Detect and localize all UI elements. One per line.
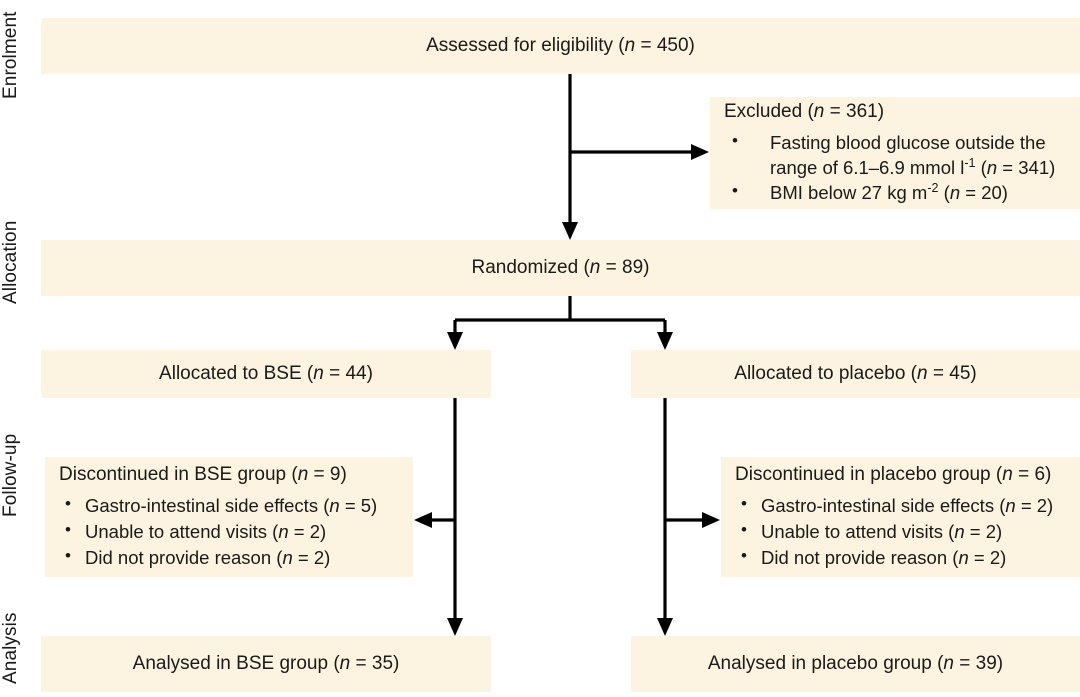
node-discontinued-placebo: Discontinued in placebo group (n = 6) Ga… xyxy=(721,457,1080,577)
stage-label-allocation: Allocation xyxy=(0,220,21,304)
arrowhead-analysed-placebo xyxy=(657,618,673,636)
node-discontinued-bse-reason-list: Gastro-intestinal side effects (n = 5) U… xyxy=(59,493,399,571)
node-discontinued-placebo-title: Discontinued in placebo group (n = 6) xyxy=(735,464,1052,486)
list-item: Did not provide reason (n = 2) xyxy=(59,545,399,571)
node-excluded-reason-list: Fasting blood glucose outside the range … xyxy=(724,130,1066,207)
node-allocated-placebo-title: Allocated to placebo (n = 45) xyxy=(734,363,977,385)
node-discontinued-placebo-reason-list: Gastro-intestinal side effects (n = 2) U… xyxy=(735,493,1066,571)
node-analysed-placebo-title: Analysed in placebo group (n = 39) xyxy=(707,653,1004,675)
node-randomized: Randomized (n = 89) xyxy=(41,240,1080,296)
node-allocated-bse: Allocated to BSE (n = 44) xyxy=(41,350,491,398)
arrowhead-allocated-bse xyxy=(447,332,463,350)
stage-label-analysis: Analysis xyxy=(0,612,21,685)
node-allocated-bse-title: Allocated to BSE (n = 44) xyxy=(159,363,373,385)
stage-label-follow-up: Follow-up xyxy=(0,433,21,517)
node-assessed-title: Assessed for eligibility (n = 450) xyxy=(426,35,695,57)
node-analysed-placebo: Analysed in placebo group (n = 39) xyxy=(631,636,1080,692)
arrowhead-discontinued-bse xyxy=(414,512,432,528)
node-assessed-for-eligibility: Assessed for eligibility (n = 450) xyxy=(41,18,1080,74)
list-item: Gastro-intestinal side effects (n = 5) xyxy=(59,493,399,519)
node-analysed-bse-title: Analysed in BSE group (n = 35) xyxy=(132,653,400,675)
arrowhead-discontinued-placebo xyxy=(702,512,720,528)
list-item: Unable to attend visits (n = 2) xyxy=(59,519,399,545)
arrowhead-allocated-placebo xyxy=(657,332,673,350)
list-item: Gastro-intestinal side effects (n = 2) xyxy=(735,493,1066,519)
stage-label-enrolment: Enrolment xyxy=(0,11,21,99)
node-allocated-placebo: Allocated to placebo (n = 45) xyxy=(631,350,1080,398)
list-item: BMI below 27 kg m-2 (n = 20) xyxy=(724,180,1066,206)
arrowhead-analysed-bse xyxy=(447,618,463,636)
node-randomized-title: Randomized (n = 89) xyxy=(471,257,650,279)
arrowhead-randomized xyxy=(562,222,578,240)
list-item: Fasting blood glucose outside the range … xyxy=(724,130,1066,181)
list-item: Unable to attend visits (n = 2) xyxy=(735,519,1066,545)
node-excluded: Excluded (n = 361) Fasting blood glucose… xyxy=(710,97,1080,209)
arrowhead-excluded xyxy=(691,144,709,160)
list-item: Did not provide reason (n = 2) xyxy=(735,545,1066,571)
node-analysed-bse: Analysed in BSE group (n = 35) xyxy=(41,636,491,692)
node-discontinued-bse-title: Discontinued in BSE group (n = 9) xyxy=(59,464,347,486)
node-excluded-title: Excluded (n = 361) xyxy=(724,100,885,122)
node-discontinued-bse: Discontinued in BSE group (n = 9) Gastro… xyxy=(45,457,413,577)
